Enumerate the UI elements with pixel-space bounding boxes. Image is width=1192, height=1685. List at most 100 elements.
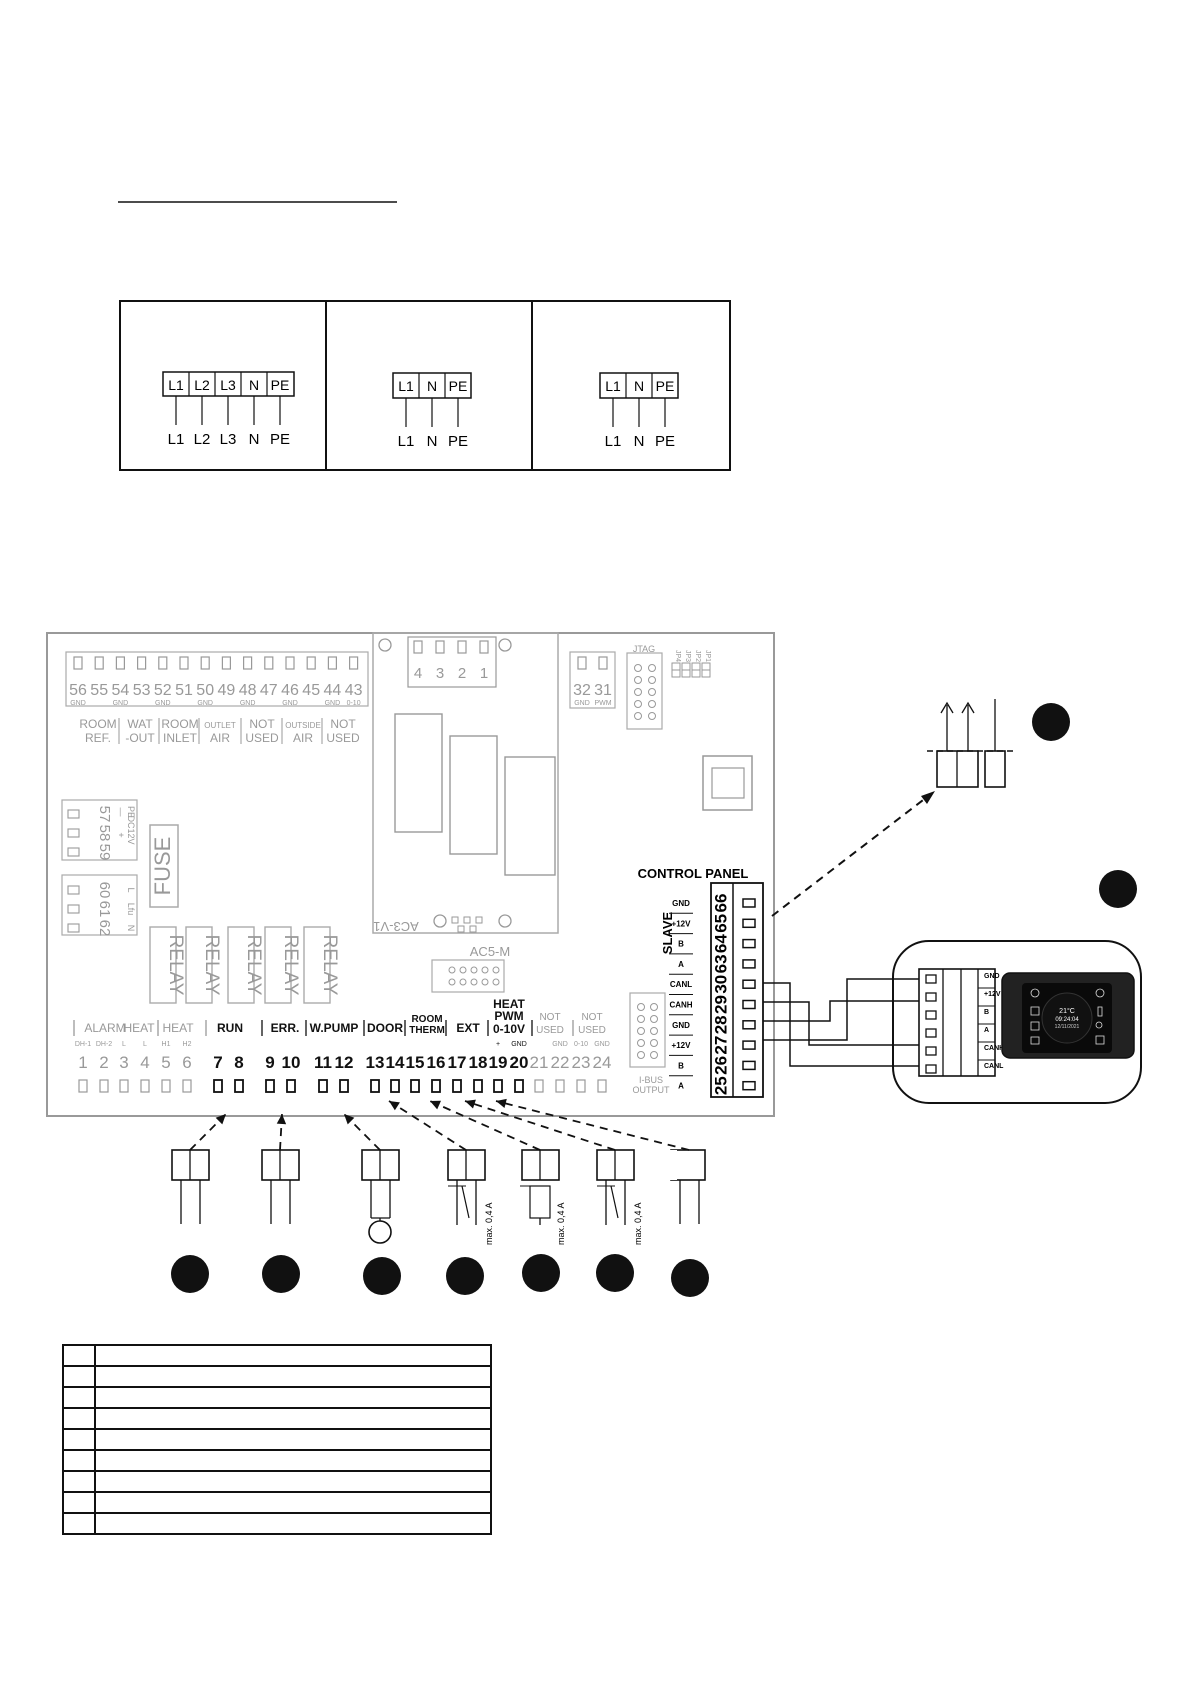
relay: [227, 926, 255, 1004]
terminal-number: 61: [96, 901, 113, 918]
supply-terminal: L1: [398, 378, 414, 394]
terminal-plug: [435, 640, 445, 654]
terminal-group-label: USED: [245, 731, 279, 745]
terminal-sublabel: H2: [183, 1041, 192, 1048]
terminal-plug: [119, 1079, 129, 1093]
terminal-group-label: ERR.: [271, 1021, 300, 1035]
jumper-label: JP2: [694, 650, 701, 662]
relay-label: RELAY: [165, 935, 186, 996]
terminal-number: 11: [314, 1053, 332, 1072]
terminal-plug: [318, 1079, 328, 1093]
power-icon: [1030, 988, 1040, 998]
terminal-plug: [265, 1079, 275, 1093]
terminal-number: 1: [480, 665, 488, 682]
terminal-plug: [221, 656, 231, 670]
terminal-number: 62: [96, 920, 113, 937]
legend-text-cell: [94, 1491, 492, 1514]
jtag-header: JTAG: [626, 644, 663, 730]
supply-terminal: L1: [605, 378, 621, 394]
jtag-pin: [648, 688, 656, 696]
fuse: FUSE: [149, 824, 179, 908]
ibus-pin: [637, 1039, 645, 1047]
terminal-plug: [925, 1046, 937, 1056]
ibus-label: I-BUS: [639, 1075, 663, 1085]
connector-label: AC5-M: [470, 944, 510, 959]
control-panel-label: CONTROL PANEL: [638, 866, 749, 881]
terminal-plug: [598, 656, 608, 670]
terminal-plug: [742, 999, 756, 1010]
terminal-plug: [925, 992, 937, 1002]
terminal-number: 56: [69, 682, 87, 699]
terminal-group-label: HEAT: [162, 1021, 194, 1035]
jtag-pin: [648, 676, 656, 684]
lock-icon: [1030, 1036, 1040, 1045]
connector-pin: [470, 966, 478, 974]
supply-terminal: L1: [168, 377, 184, 393]
jumper-pin: [671, 669, 681, 678]
controller-terminal-block: [918, 968, 996, 1077]
terminal-sublabel: DH-1: [75, 1041, 91, 1048]
panel-terminal-label: B: [678, 1061, 684, 1070]
terminal-plug: [742, 1080, 756, 1091]
legend-text-cell: [94, 1470, 492, 1493]
ibus-pin: [650, 1027, 658, 1035]
legend-text-cell: [94, 1386, 492, 1409]
terminal-group-label: INLET: [163, 731, 198, 745]
jtag-pin: [648, 700, 656, 708]
terminal-number: 2: [458, 665, 466, 682]
supply-wire-label: L2: [194, 431, 211, 448]
terminal-number: 4: [140, 1053, 149, 1072]
legend-number-cell: [62, 1365, 96, 1388]
panel-terminal-label: A: [678, 960, 684, 969]
jtag-pin: [648, 664, 656, 672]
terminal-number: 30: [711, 975, 730, 994]
terminal-number: 66: [711, 894, 730, 913]
terminal-number: 3: [119, 1053, 128, 1072]
terminal-plug: [925, 974, 937, 984]
terminal-number: 49: [218, 682, 236, 699]
terminal-sublabel: GND: [594, 1041, 610, 1048]
terminal-number: 15: [406, 1053, 425, 1072]
terminal-number: 46: [281, 682, 299, 699]
terminal-number: 50: [196, 682, 214, 699]
load-rating: max. 0,4 A: [556, 1202, 566, 1245]
arrow-head: [389, 1101, 400, 1111]
terminal-sublabel: GND: [552, 1041, 568, 1048]
terminal-group-label: PWM: [494, 1009, 523, 1023]
panel-terminal-label: A: [678, 1082, 684, 1091]
jumper-pin: [701, 669, 711, 678]
terminal-number: 17: [448, 1053, 467, 1072]
calendar-icon: [1030, 1021, 1040, 1031]
ibus-pin: [650, 1051, 658, 1059]
relay: [149, 926, 177, 1004]
arrow-head: [430, 1100, 441, 1110]
supply-wire-label: L1: [398, 433, 415, 450]
legend-text-cell: [94, 1449, 492, 1472]
legend-row: [62, 1449, 492, 1472]
terminal-number: 16: [427, 1053, 446, 1072]
settings-icon: [1095, 1035, 1105, 1045]
terminal-number: 55: [90, 682, 108, 699]
legend-row: [62, 1491, 492, 1514]
terminal-group-label: USED: [326, 731, 360, 745]
legend-number-cell: [62, 1344, 96, 1367]
jtag-pin: [634, 700, 642, 708]
relay-label: RELAY: [201, 935, 222, 996]
terminal-group-label: NOT: [581, 1012, 602, 1023]
terminal-number: 2: [99, 1053, 108, 1072]
terminal-plug: [179, 656, 189, 670]
terminal-number: 29: [711, 995, 730, 1014]
legend-number-cell: [62, 1428, 96, 1451]
terminal-group-label: THERM: [409, 1025, 445, 1036]
terminal-plug: [742, 938, 756, 949]
connection-arrow: [429, 1100, 541, 1151]
module-label: AC3-V1: [373, 919, 419, 934]
terminal-plug: [370, 1079, 380, 1093]
terminal-plug: [534, 1079, 544, 1093]
terminal-number: 20: [510, 1053, 529, 1072]
terminal-plug: [457, 640, 467, 654]
terminal-plug: [234, 1079, 244, 1093]
